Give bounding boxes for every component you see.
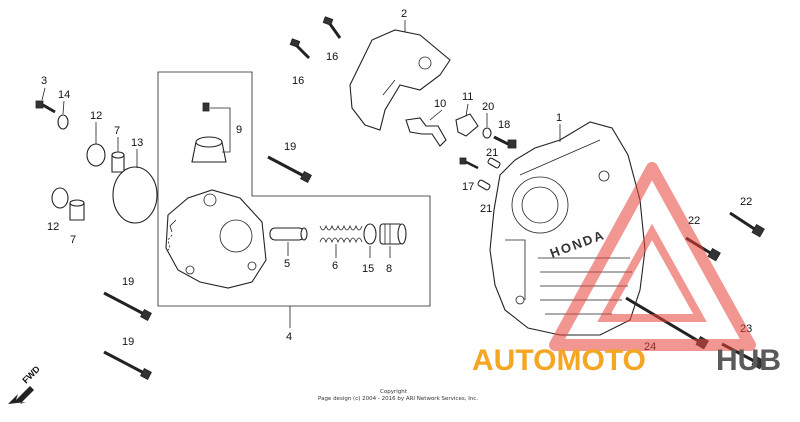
callout-19-c[interactable]: 19 — [122, 336, 134, 348]
callout-5[interactable]: 5 — [284, 258, 290, 270]
leader-11 — [465, 103, 469, 117]
bolt-17[interactable] — [459, 157, 479, 170]
dowel-21-b[interactable] — [477, 179, 491, 191]
watermark-text-primary: AUTOMOTO — [472, 344, 646, 377]
oring-12-a[interactable] — [86, 143, 106, 167]
washer-14[interactable] — [57, 114, 69, 130]
group-frame — [157, 71, 431, 307]
callout-4[interactable]: 4 — [286, 331, 292, 343]
callout-16-a[interactable]: 16 — [292, 75, 304, 87]
bolt-19-b[interactable] — [103, 291, 152, 321]
cover-plate[interactable] — [349, 29, 451, 131]
callout-12-a[interactable]: 12 — [90, 110, 102, 122]
spacer-11[interactable] — [455, 113, 479, 137]
callout-11[interactable]: 11 — [462, 91, 473, 103]
copyright-line1: Copyright — [380, 389, 408, 395]
oring-12-b[interactable] — [51, 187, 69, 209]
callout-20[interactable]: 20 — [482, 101, 494, 113]
callout-19-a[interactable]: 19 — [284, 141, 296, 153]
watermark-triangle-logo — [549, 162, 756, 351]
piston-5[interactable] — [269, 227, 308, 241]
bolt-18[interactable] — [493, 135, 517, 149]
callout-9[interactable]: 9 — [236, 124, 242, 136]
callout-21-a[interactable]: 21 — [486, 147, 498, 159]
callout-18[interactable]: 18 — [498, 119, 510, 131]
callout-7-a[interactable]: 7 — [114, 125, 120, 137]
callout-16-b[interactable]: 16 — [326, 51, 338, 63]
callout-6[interactable]: 6 — [332, 260, 338, 272]
copyright-line2: Page design (c) 2004 - 2016 by ARI Netwo… — [318, 396, 478, 402]
leader-9 — [210, 107, 231, 153]
bolt-19-c[interactable] — [103, 350, 152, 380]
callout-1[interactable]: 1 — [556, 112, 562, 124]
oil-pump-body[interactable] — [165, 189, 267, 289]
oring-13[interactable] — [112, 166, 158, 224]
callout-22-a[interactable]: 22 — [688, 215, 700, 227]
pressure-switch-9[interactable] — [191, 102, 227, 163]
callout-15[interactable]: 15 — [362, 263, 374, 275]
plug-8[interactable] — [379, 223, 407, 245]
forward-direction-arrow — [8, 386, 34, 404]
washer-15[interactable] — [363, 223, 377, 245]
collar-7-b[interactable] — [69, 199, 85, 221]
collar-7-a[interactable] — [111, 151, 125, 173]
leader-3 — [41, 87, 46, 101]
callout-7-b[interactable]: 7 — [70, 234, 76, 246]
bolt-3[interactable] — [35, 100, 56, 114]
callout-19-b[interactable]: 19 — [122, 276, 134, 288]
leader-10 — [429, 109, 443, 121]
callout-12-b[interactable]: 12 — [47, 221, 59, 233]
crankcase-cover[interactable] — [489, 121, 646, 336]
callout-22-b[interactable]: 22 — [740, 196, 752, 208]
fwd-label: FWD — [20, 363, 42, 385]
callout-17[interactable]: 17 — [462, 181, 474, 193]
bolt-16-b[interactable] — [322, 16, 342, 39]
spring-6[interactable] — [319, 224, 363, 244]
dowel-21-a[interactable] — [487, 157, 501, 169]
bolt-16-a[interactable] — [289, 38, 311, 60]
callout-3[interactable]: 3 — [41, 75, 47, 87]
washer-20[interactable] — [482, 127, 492, 139]
callout-14[interactable]: 14 — [58, 89, 70, 101]
callout-10[interactable]: 10 — [434, 98, 446, 110]
callout-2[interactable]: 2 — [401, 8, 407, 20]
bracket-10[interactable] — [405, 117, 447, 147]
bolt-22-b[interactable] — [729, 211, 765, 238]
callout-21-b[interactable]: 21 — [480, 203, 492, 215]
bolt-19-a[interactable] — [267, 155, 312, 183]
leader-14 — [62, 100, 65, 115]
watermark-text-secondary: HUB — [716, 344, 781, 377]
callout-13[interactable]: 13 — [131, 137, 143, 149]
callout-8[interactable]: 8 — [386, 263, 392, 275]
